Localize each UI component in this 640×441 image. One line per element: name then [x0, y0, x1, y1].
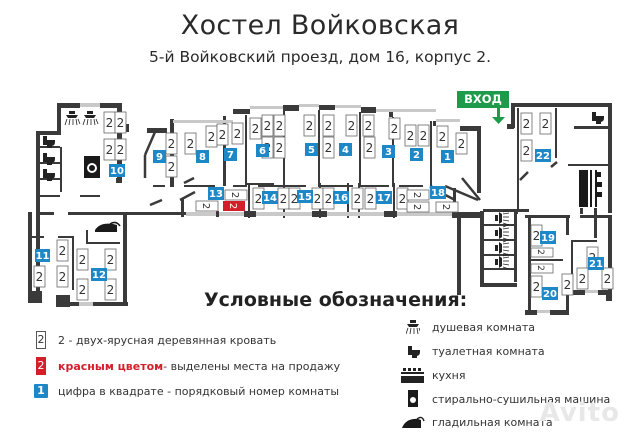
kitchen-icon [400, 366, 426, 384]
shower-icon [400, 318, 426, 336]
plan-kitchen-icon [579, 170, 602, 207]
svg-text:2: 2 [229, 192, 240, 198]
legend-text: цифра в квадрате - порядковый номер комн… [58, 384, 340, 398]
svg-text:18: 18 [431, 188, 445, 199]
room-2: 2 [410, 148, 423, 161]
bunk-bed-icon: 2 [36, 331, 46, 349]
svg-text:2: 2 [413, 150, 420, 161]
room-7: 7 [224, 148, 237, 161]
entry-sign: ВХОД [457, 91, 509, 108]
room-13: 13 [208, 187, 224, 200]
svg-text:2: 2 [411, 192, 422, 198]
room-number-icon: 1 [34, 384, 48, 398]
legend-highlight: красным цветом [58, 359, 164, 373]
svg-text:3: 3 [385, 147, 392, 158]
legend-item-room-number: 1 цифра в квадрате - порядковый номер ко… [34, 384, 339, 398]
room-6: 6 [256, 144, 269, 157]
room-12: 12 [91, 268, 107, 281]
room-10: 10 [109, 164, 125, 177]
plan-iron-icon [95, 221, 121, 232]
room-15: 15 [297, 190, 313, 203]
svg-text:5: 5 [308, 145, 315, 156]
svg-text:11: 11 [36, 251, 50, 262]
avito-watermark: Avito [539, 398, 620, 428]
svg-text:21: 21 [589, 259, 603, 270]
legend-item-bunk-bed: 2 2 - двух-ярусная деревянная кровать [36, 331, 276, 349]
svg-text:8: 8 [199, 152, 206, 163]
entry-arrow-icon [492, 108, 505, 124]
room-5: 5 [305, 143, 318, 156]
room-4: 4 [339, 143, 352, 156]
legend-text: - выделены места на продажу [163, 359, 341, 373]
page-title: Хостел Войковская [180, 10, 460, 41]
toilet-icon [400, 342, 426, 360]
beds [33, 111, 614, 301]
room-21: 21 [588, 257, 604, 270]
address: 5-й Войковский проезд, дом 16, корпус 2. [148, 48, 491, 66]
horizontal-beds: 2 2 2 2 2 2 2 2 [195, 189, 554, 274]
svg-text:14: 14 [263, 193, 277, 204]
svg-text:19: 19 [541, 233, 555, 244]
room-3: 3 [382, 145, 395, 158]
svg-text:2: 2 [227, 203, 238, 209]
legend-title: Условные обозначения: [204, 289, 468, 311]
legend-text: 2 - двух-ярусная деревянная кровать [58, 333, 277, 347]
for-sale-bed [223, 201, 245, 211]
svg-text:2: 2 [535, 265, 545, 271]
room-9: 9 [153, 150, 166, 163]
room-20: 20 [542, 287, 558, 300]
legend-kitchen: кухня [400, 366, 465, 384]
svg-text:4: 4 [342, 145, 349, 156]
svg-text:7: 7 [227, 150, 234, 161]
svg-text:17: 17 [377, 193, 391, 204]
svg-text:1: 1 [444, 152, 451, 163]
svg-text:10: 10 [110, 166, 124, 177]
room-17: 17 [376, 191, 392, 204]
svg-text:9: 9 [156, 152, 163, 163]
legend-item-for-sale: 2 красным цветом - выделены места на про… [36, 357, 340, 375]
room-22: 22 [535, 149, 551, 162]
svg-text:2: 2 [440, 204, 451, 210]
room-numbers: 1 2 3 4 5 6 7 8 9 10 11 12 13 14 15 16 1… [35, 143, 604, 300]
room-18: 18 [430, 186, 446, 199]
legend-shower: душевая комната [400, 318, 535, 336]
room-8: 8 [196, 150, 209, 163]
legend-iron: гладильная комната [400, 414, 553, 430]
svg-text:16: 16 [334, 193, 348, 204]
legend-washing-machine: стирально-сушильная машина [400, 390, 610, 408]
room-11: 11 [35, 249, 50, 262]
legend-toilet: туалетная комната [400, 342, 545, 360]
room-1: 1 [441, 150, 454, 163]
svg-text:20: 20 [543, 289, 557, 300]
svg-text:2: 2 [411, 204, 422, 210]
room-14: 14 [262, 191, 278, 204]
plan-washing-machine-icon [84, 156, 100, 178]
svg-text:2: 2 [535, 249, 545, 255]
svg-text:6: 6 [259, 146, 266, 157]
room-19: 19 [540, 231, 556, 244]
washing-machine-icon [400, 390, 426, 408]
svg-text:13: 13 [209, 189, 223, 200]
svg-text:22: 22 [536, 151, 550, 162]
for-sale-bed-icon: 2 [36, 357, 46, 375]
room-16: 16 [333, 191, 349, 204]
svg-text:2: 2 [200, 203, 211, 209]
svg-text:15: 15 [298, 192, 312, 203]
iron-icon [400, 414, 426, 430]
svg-text:12: 12 [92, 270, 106, 281]
